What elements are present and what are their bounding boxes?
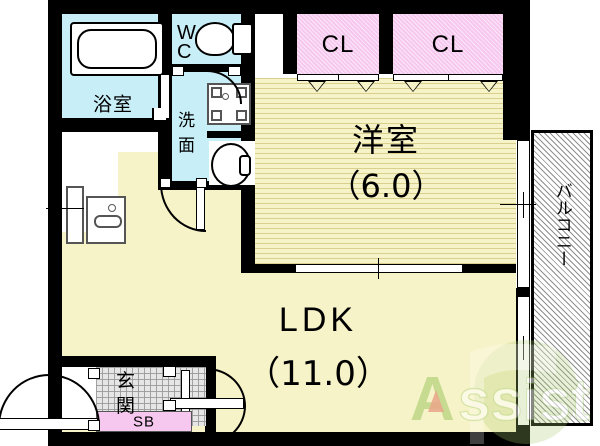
kitchen-window-mark (46, 208, 84, 209)
hall-door-leaf[interactable] (170, 398, 244, 409)
room-label-bathroom: 浴室 (92, 93, 134, 116)
closet-arrow-3 (404, 81, 422, 92)
closet-left-door-split (338, 74, 339, 81)
front-door-leaf[interactable] (0, 418, 98, 430)
closet-arrow-2 (357, 81, 375, 92)
yoshitsu-ldk-sliding-door[interactable] (295, 264, 463, 273)
room-label-washroom-line2: 面 (178, 135, 195, 156)
bathroom-door-hinge (152, 108, 166, 122)
wall-closet-left-edge (283, 14, 297, 74)
balcony-window-upper-leader (500, 204, 536, 205)
wall-bottom (48, 432, 530, 446)
balcony-window-lower-mark (523, 336, 524, 360)
kitchen-counter-area (62, 132, 172, 152)
washroom-door-jamb-a (160, 178, 171, 188)
wc-door-jamb-left (172, 66, 184, 76)
vanity-basin-icon (209, 141, 255, 187)
room-label-genkan-line2: 関 (116, 394, 136, 417)
closet-right-door-split (448, 74, 449, 81)
wall-washroom-mid (207, 131, 255, 138)
wall-washroom-left (158, 118, 172, 190)
wc-door-jamb-right (228, 66, 241, 76)
hall-door-jamb-top (163, 366, 176, 377)
balcony-label: バルコニー (551, 182, 572, 267)
room-size-ldk: （11.0） (246, 354, 390, 394)
wall-left (48, 0, 62, 446)
closet-left[interactable] (297, 14, 379, 74)
hall-door-jamb-bottom (163, 400, 176, 411)
wall-right-upper (516, 0, 530, 140)
room-size-yoshitsu: （6.0） (328, 167, 444, 205)
balcony-window-lower[interactable] (517, 296, 530, 426)
toilet-tank-icon (232, 23, 253, 55)
yoshitsu-ldk-sliding-door-mark (378, 258, 379, 279)
bathtub-icon (70, 22, 164, 76)
room-label-wc: W C (177, 22, 196, 63)
balcony-area (531, 130, 593, 426)
room-label-genkan-line1: 玄 (116, 370, 136, 392)
room-label-wc-line1: W (177, 22, 196, 44)
kitchen-sink-icon (66, 186, 84, 244)
wall-top (48, 0, 530, 14)
wall-closet-right-edge (503, 14, 516, 74)
room-label-washroom: 洗 面 (178, 111, 195, 156)
front-door-jamb-top (88, 368, 100, 379)
room-yoshitsu-floor (255, 78, 516, 264)
closet-right[interactable] (393, 14, 503, 74)
closet-right-label: CL (431, 31, 465, 58)
room-label-genkan: 玄 関 (116, 370, 136, 417)
wall-closet-divider (379, 14, 393, 74)
wall-bathroom-bottom (62, 118, 172, 132)
wall-genkan-top (62, 356, 216, 367)
room-label-washroom-line1: 洗 (178, 111, 195, 131)
wall-yoshitsu-right (503, 74, 516, 140)
kitchen-tap-dot-icon (108, 204, 116, 212)
kitchen-tap-icon (94, 215, 122, 228)
closet-arrow-1 (308, 81, 326, 92)
closet-left-label: CL (321, 31, 355, 58)
wall-wc-bottom (172, 64, 255, 72)
room-label-yoshitsu: 洋室 (351, 121, 421, 159)
closet-arrow-4 (480, 81, 498, 92)
front-door-jamb-bottom (88, 420, 100, 431)
washroom-door-jamb-b (196, 178, 207, 188)
room-label-ldk: LDK (278, 301, 358, 339)
room-label-wc-line2: C (177, 41, 192, 63)
balcony-window-upper-mark (523, 192, 524, 218)
shoe-box-label: SB (132, 413, 156, 431)
toilet-bowl-icon (195, 22, 235, 56)
